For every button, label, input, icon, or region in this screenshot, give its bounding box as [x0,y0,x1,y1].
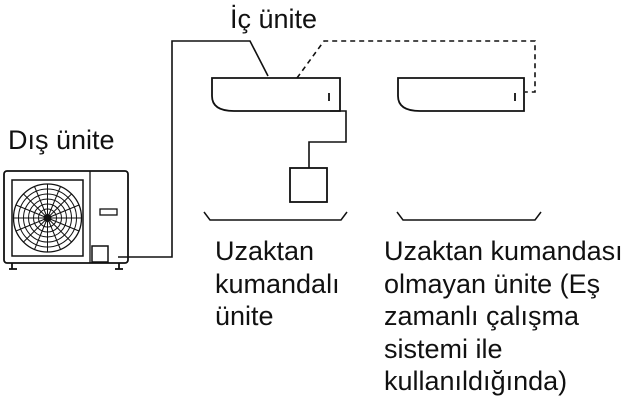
non-remote-unit-line-2: olmayan ünite (Eş [384,268,601,299]
bracket-remote-unit [203,211,348,221]
outdoor-unit-label: Dış ünite [8,125,115,155]
refrigerant-piping [118,40,269,258]
indoor-unit-label: İç ünite [230,4,318,34]
remote-controlled-unit-label: Uzaktan kumandalı ünite [215,235,340,333]
remote-controlled-unit-line-1: Uzaktan [215,236,315,266]
bracket-non-remote-unit [396,211,542,221]
indoor-unit-1 [211,77,341,112]
remote-controller [289,167,328,203]
outdoor-unit [3,170,129,270]
non-remote-unit-line-1: Uzaktan kumandası [384,236,623,266]
remote-controlled-unit-line-2: kumandalı [215,268,340,299]
remote-controlled-unit-line-3: ünite [215,301,274,331]
group-control-dashed-line [296,40,536,93]
non-remote-unit-label: Uzaktan kumandası olmayan ünite (Eş zama… [384,235,623,398]
fan-grille-icon [11,179,84,257]
remote-wiring [308,110,347,168]
non-remote-unit-line-5: kullanıldığında) [384,366,568,396]
non-remote-unit-line-4: sistemi ile [384,333,503,364]
non-remote-unit-line-3: zamanlı çalışma [384,301,580,331]
indoor-unit-2 [397,77,525,112]
